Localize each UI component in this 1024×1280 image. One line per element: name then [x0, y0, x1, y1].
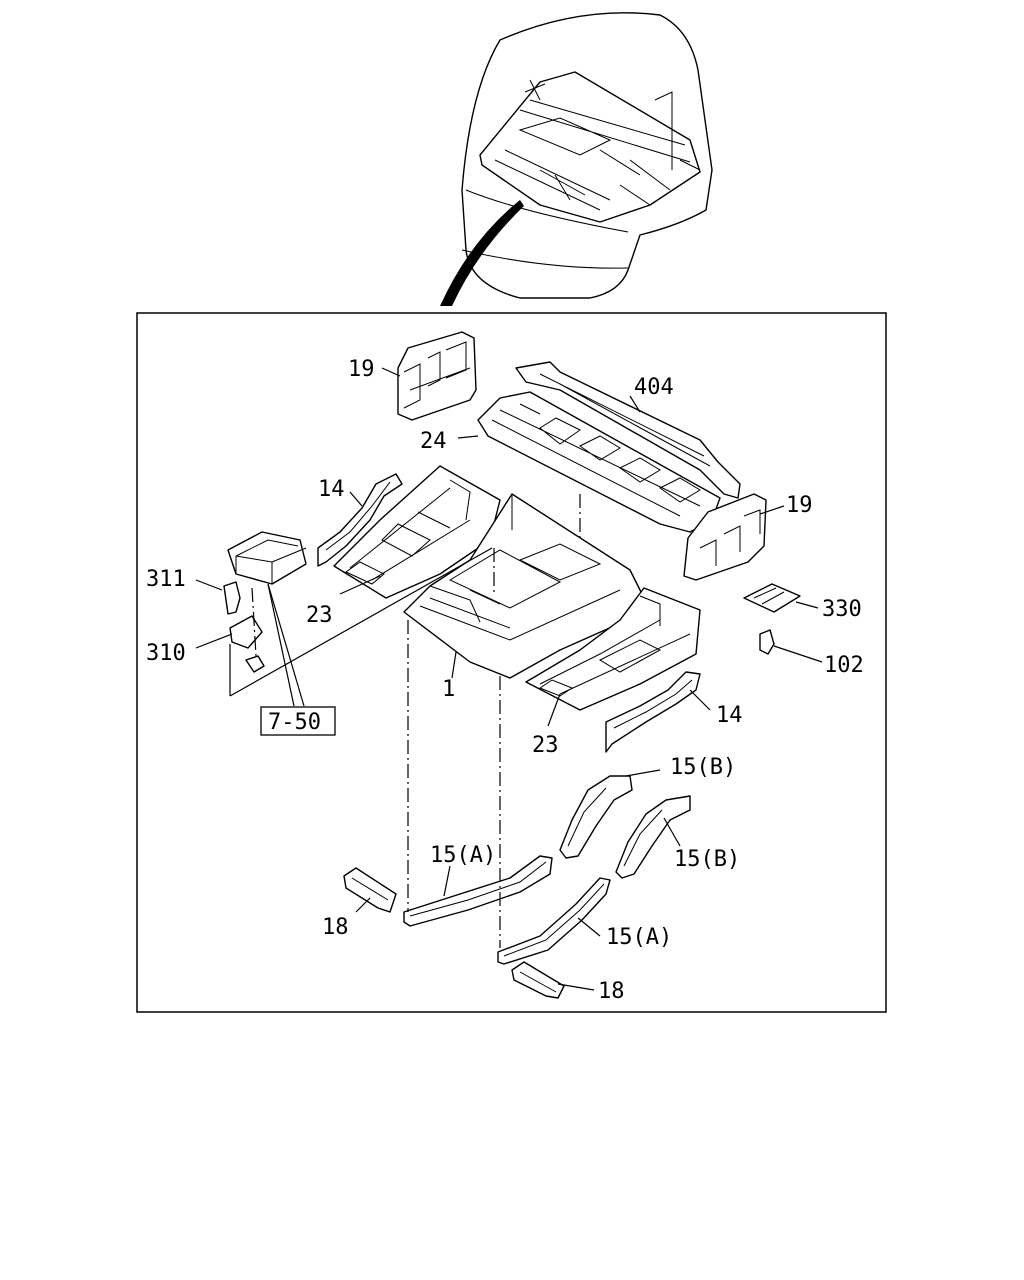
assembly-lines: [229, 494, 581, 948]
detail-pointer: [440, 200, 524, 306]
callout-14-right: 14: [716, 703, 743, 728]
callout-18-right: 18: [598, 979, 625, 1004]
leader-lines: [195, 367, 823, 991]
bracket-310: [229, 615, 263, 649]
callout-19-left: 19: [348, 357, 375, 382]
part-18-bracket-right: [511, 961, 565, 999]
callout-1: 1: [442, 677, 455, 702]
part-15b-rail-a: [559, 775, 633, 859]
callout-7-50-box: [260, 706, 336, 736]
callout-311: 311: [146, 567, 186, 592]
part-102-bolt: [759, 629, 775, 655]
callout-23-right: 23: [532, 733, 559, 758]
callout-15a-left: 15(A): [430, 843, 496, 868]
callout-7-50: 7-50: [268, 710, 321, 735]
part-19-left-panel: [397, 331, 477, 421]
part-1-main-floor: [403, 493, 651, 679]
nut-part: [245, 655, 265, 673]
part-19-right-panel: [683, 493, 767, 581]
diagram-frame: [136, 312, 887, 1013]
callout-15a-right: 15(A): [606, 925, 672, 950]
part-18-bracket-left: [343, 867, 397, 913]
callout-330: 330: [822, 597, 862, 622]
part-404-rear-rail: [515, 361, 741, 499]
callout-404: 404: [634, 375, 674, 400]
part-15b-rail-b: [615, 795, 691, 879]
callout-23-left: 23: [306, 603, 333, 628]
part-23-right-floor: [525, 587, 701, 711]
callout-15b-lower: 15(B): [674, 847, 740, 872]
part-15a-rail-b: [497, 877, 611, 965]
part-330-bracket: [743, 583, 801, 613]
callout-102: 102: [824, 653, 864, 678]
callout-24: 24: [420, 429, 447, 454]
part-14-left-sill: [317, 473, 403, 567]
part-14-right-sill: [605, 671, 701, 753]
part-15a-rail-a: [403, 855, 553, 927]
callout-19-right: 19: [786, 493, 813, 518]
part-7-50-assembly: [223, 531, 307, 673]
callout-labels: 19 404 24 14 19 311 23 310 330 102 1 7-5…: [146, 357, 864, 1004]
cab-overview: [440, 12, 713, 306]
callout-14-left: 14: [318, 477, 345, 502]
bolt-311: [223, 581, 241, 615]
callout-18-left: 18: [322, 915, 349, 940]
callout-310: 310: [146, 641, 186, 666]
callout-15b-upper: 15(B): [670, 755, 736, 780]
